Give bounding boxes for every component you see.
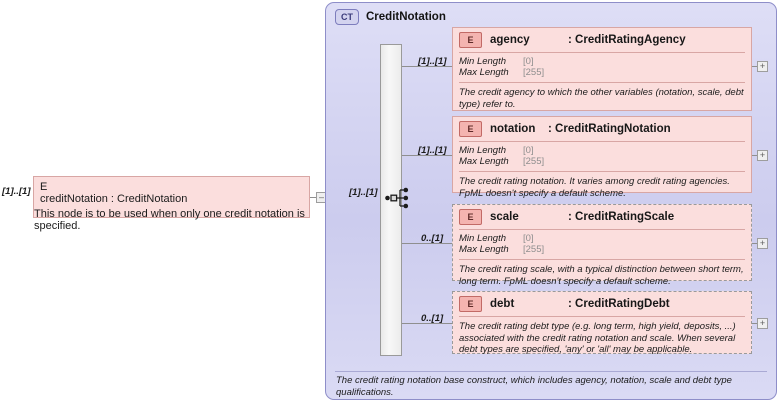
connector-line	[752, 323, 760, 324]
connector-line	[752, 66, 760, 67]
facet-label: Max Length	[459, 244, 509, 255]
facet-label: Min Length	[459, 233, 507, 244]
connector-line	[310, 197, 316, 198]
element-box-notation[interactable]: E notation : CreditRatingNotation Min Le…	[452, 116, 752, 199]
facet-label: Min Length	[459, 145, 507, 156]
connector-line	[402, 243, 452, 244]
divider	[459, 259, 745, 260]
complextype-title: CreditNotation	[366, 11, 446, 23]
facet-row: Max Length [255]	[459, 156, 745, 167]
facet-list: Min Length [0] Max Length [255]	[453, 53, 751, 82]
plus-glyph: +	[759, 150, 766, 160]
divider	[459, 316, 745, 317]
element-icon: E	[40, 181, 48, 193]
connector-line	[402, 323, 452, 324]
expand-button-agency[interactable]: +	[757, 61, 768, 72]
plus-glyph: +	[759, 318, 766, 328]
complextype-header: CT CreditNotation	[335, 9, 446, 25]
plus-glyph: +	[759, 61, 766, 71]
connector-line	[402, 66, 452, 67]
complextype-documentation: The credit rating notation base construc…	[336, 375, 732, 398]
facet-value: [255]	[523, 156, 545, 167]
connector-line	[752, 243, 760, 244]
element-documentation: This node is to be used when only one cr…	[34, 208, 305, 232]
facet-value: [0]	[523, 56, 534, 67]
facet-label: Max Length	[459, 156, 509, 167]
element-name: scale	[490, 211, 519, 223]
divider	[459, 82, 745, 83]
element-box-agency[interactable]: E agency : CreditRatingAgency Min Length…	[452, 27, 752, 111]
facet-label: Max Length	[459, 67, 509, 78]
facet-value: [255]	[523, 244, 545, 255]
element-type: : CreditRatingDebt	[568, 298, 670, 310]
connector-line	[752, 155, 760, 156]
complextype-icon: CT	[335, 9, 359, 25]
element-icon: E	[459, 209, 482, 225]
expand-button-scale[interactable]: +	[757, 238, 768, 249]
element-icon: E	[459, 121, 482, 137]
element-name: debt	[490, 298, 515, 310]
facet-row: Min Length [0]	[459, 56, 745, 67]
element-documentation: The credit agency to which the other var…	[459, 87, 744, 110]
divider	[459, 229, 745, 230]
cardinality-label-notation: [1]..[1]	[418, 145, 447, 156]
facet-list: Min Length [0] Max Length [255]	[453, 230, 751, 259]
element-box-debt[interactable]: E debt : CreditRatingDebt The credit rat…	[452, 291, 752, 355]
divider	[459, 171, 745, 172]
element-documentation: The credit rating scale, with a typical …	[459, 264, 744, 287]
plus-glyph: +	[759, 238, 766, 248]
element-icon: E	[459, 32, 482, 48]
element-box-creditNotation[interactable]: E creditNotation : CreditNotation This n…	[33, 176, 310, 232]
element-icon: E	[459, 296, 482, 312]
sequence-icon	[385, 187, 411, 212]
facet-row: Min Length [0]	[459, 145, 745, 156]
cardinality-label-debt: 0..[1]	[421, 313, 444, 324]
root-cardinality-label: [1]..[1]	[2, 186, 31, 197]
element-box-scale[interactable]: E scale : CreditRatingScale Min Length […	[452, 204, 752, 287]
element-type: : CreditRatingScale	[568, 211, 675, 223]
facet-row: Max Length [255]	[459, 244, 745, 255]
facet-label: Min Length	[459, 56, 507, 67]
cardinality-label-agency: [1]..[1]	[418, 56, 447, 67]
divider	[335, 371, 767, 372]
facet-row: Min Length [0]	[459, 233, 745, 244]
element-documentation: The credit rating debt type (e.g. long t…	[459, 321, 736, 355]
element-name: notation	[490, 123, 536, 135]
element-name-and-type: creditNotation : CreditNotation	[40, 193, 188, 205]
minus-glyph: –	[318, 192, 324, 202]
facet-value: [0]	[523, 145, 534, 156]
element-name: agency	[490, 34, 530, 46]
connector-line	[402, 155, 452, 156]
expand-button-notation[interactable]: +	[757, 150, 768, 161]
facet-row: Max Length [255]	[459, 67, 745, 78]
cardinality-label-scale: 0..[1]	[421, 233, 444, 244]
element-documentation: The credit rating notation. It varies am…	[459, 176, 730, 199]
facet-list: Min Length [0] Max Length [255]	[453, 142, 751, 171]
divider	[459, 52, 745, 53]
facet-value: [0]	[523, 233, 534, 244]
element-type: : CreditRatingAgency	[568, 34, 686, 46]
sequence-cardinality-label: [1]..[1]	[349, 187, 378, 198]
facet-value: [255]	[523, 67, 545, 78]
element-type: : CreditRatingNotation	[548, 123, 671, 135]
expand-button-debt[interactable]: +	[757, 318, 768, 329]
divider	[459, 141, 745, 142]
